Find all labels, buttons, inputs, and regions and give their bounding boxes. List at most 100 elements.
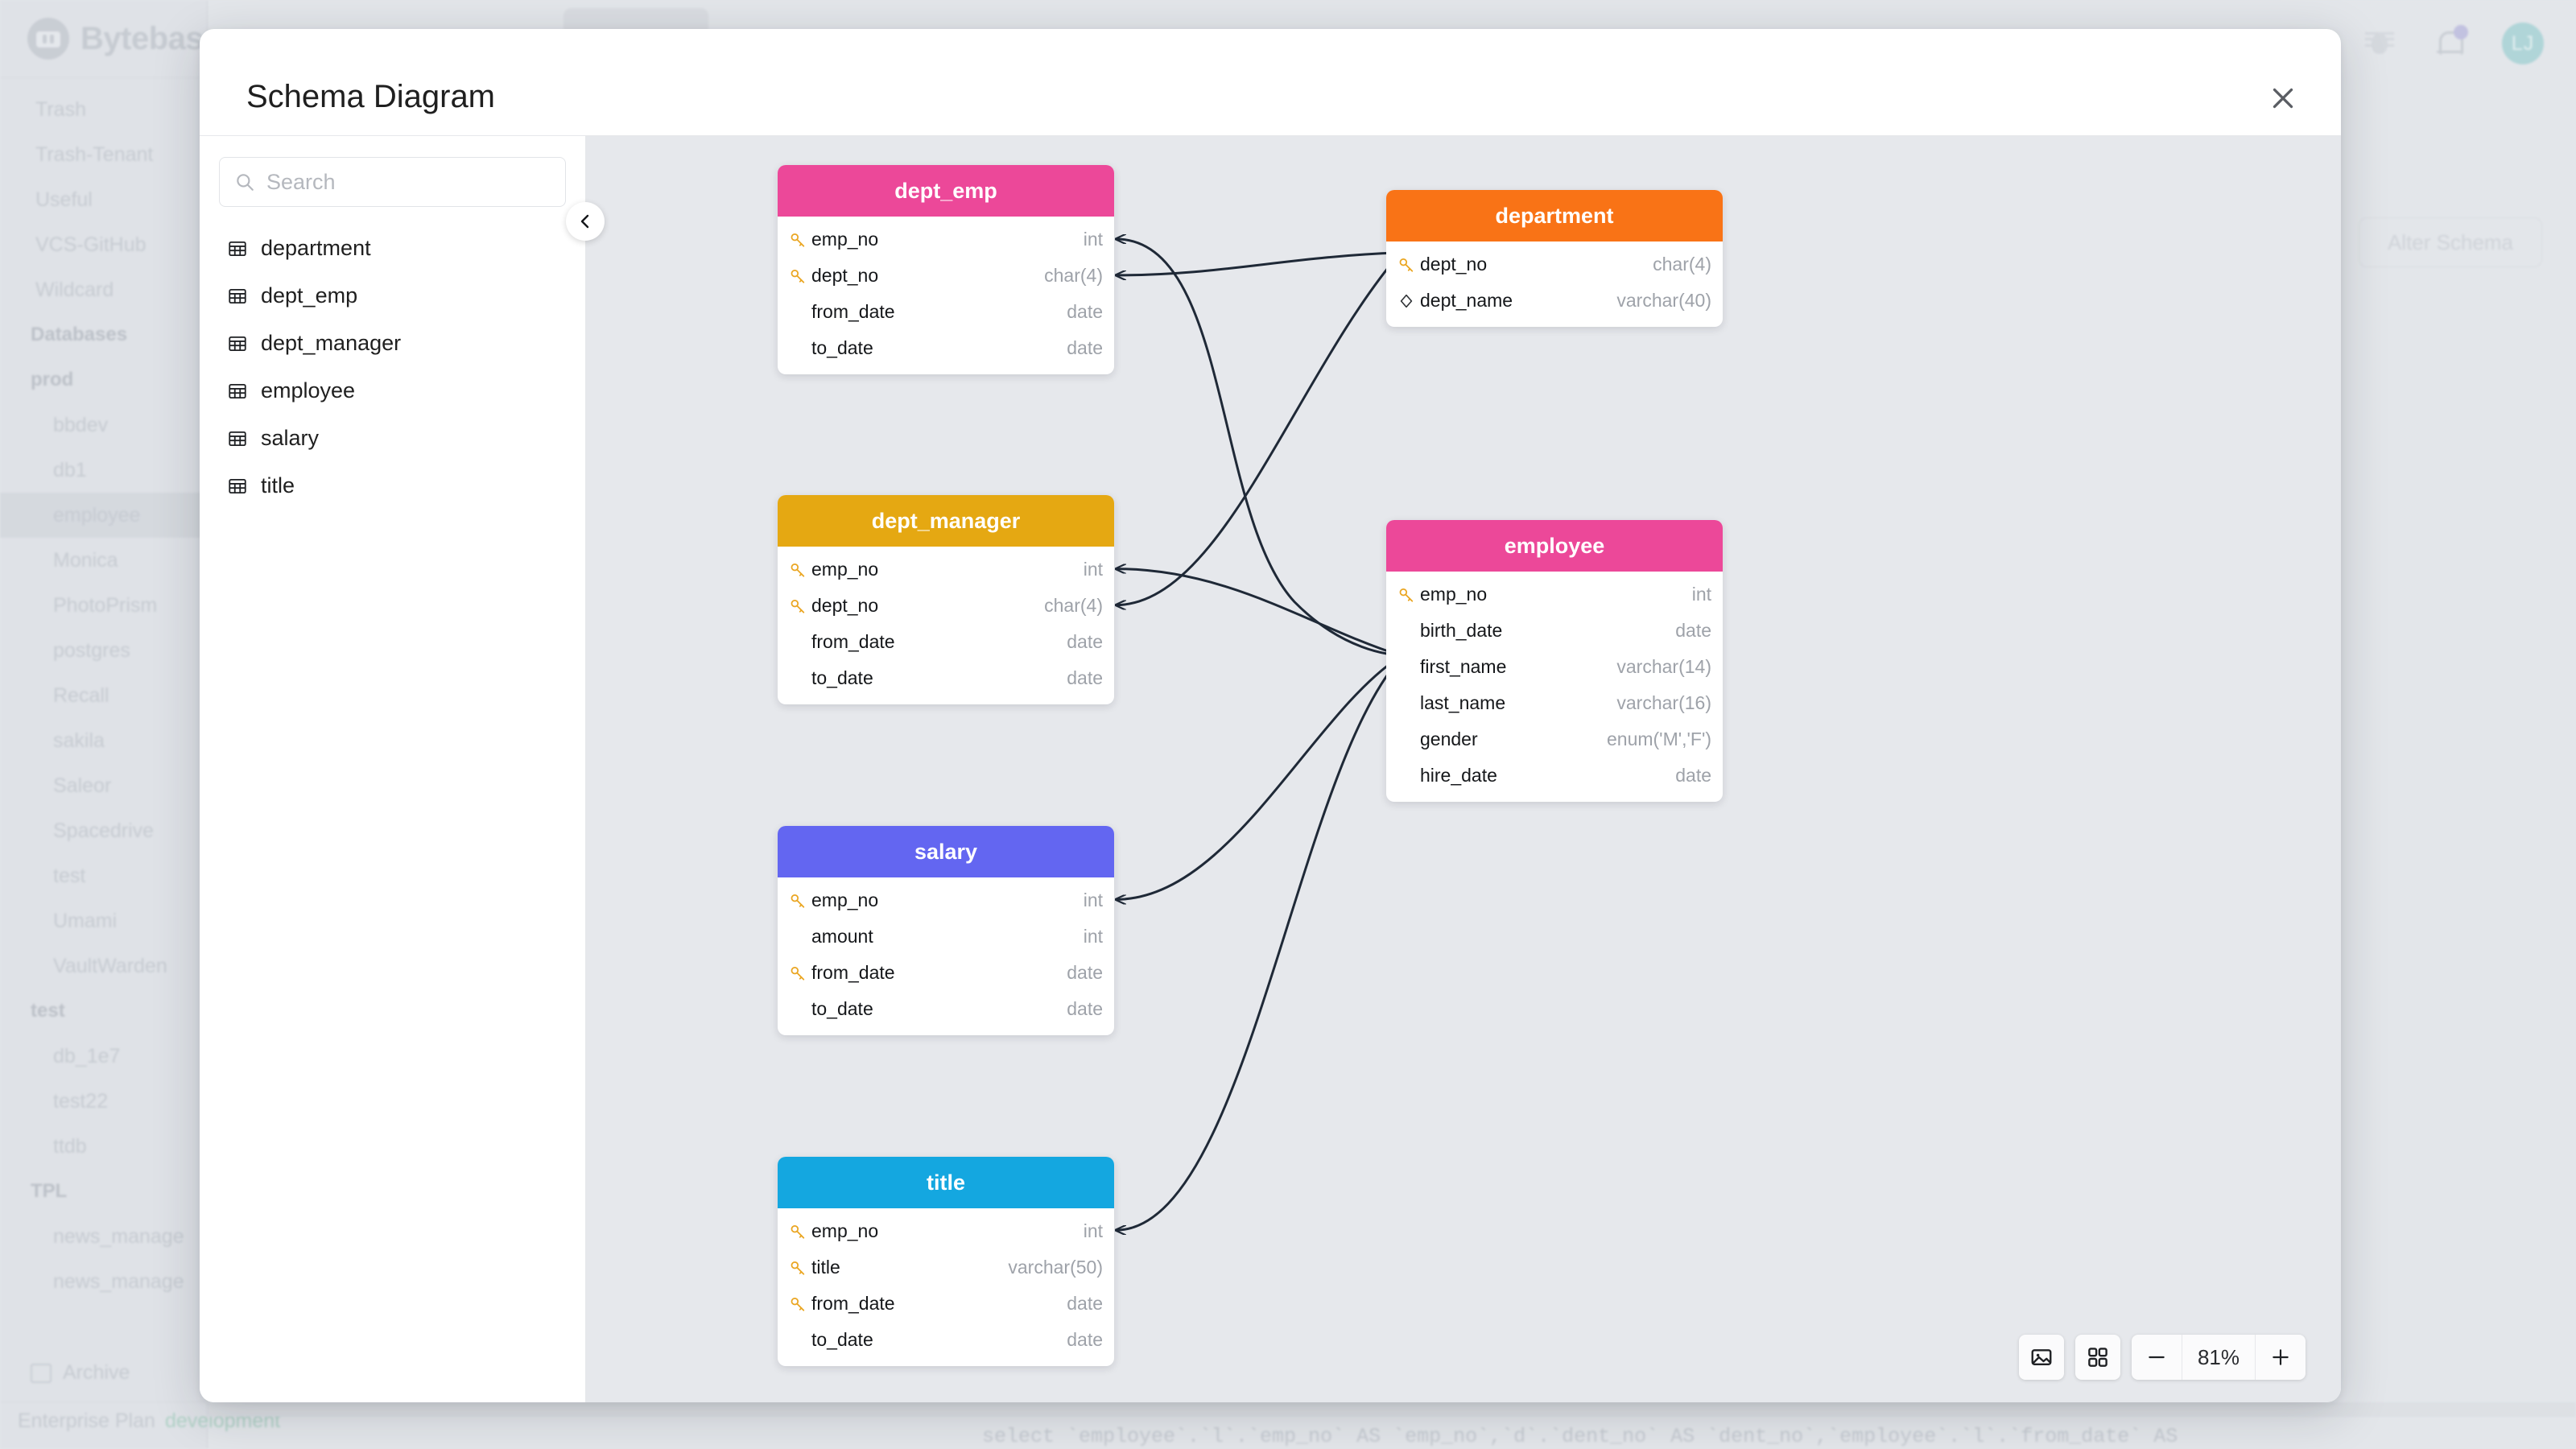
column-type: int bbox=[1083, 229, 1103, 250]
column-type: int bbox=[1691, 584, 1711, 605]
table-list-item-label: salary bbox=[261, 426, 320, 450]
sidebar-item-vcs-github[interactable]: VCS-GitHub bbox=[35, 233, 147, 256]
node-column-row[interactable]: emp_no int bbox=[778, 221, 1114, 258]
column-type: int bbox=[1083, 559, 1103, 580]
node-header-employee: employee bbox=[1386, 520, 1723, 572]
key-icon bbox=[791, 233, 805, 247]
sidebar-item-monica[interactable]: Monica bbox=[53, 548, 118, 572]
table-list-item-dept_manager[interactable]: dept_manager bbox=[219, 320, 566, 367]
sidebar-item-news-manage[interactable]: news_manage bbox=[53, 1269, 184, 1293]
app-logo[interactable]: Bytebase bbox=[27, 18, 221, 60]
search-input[interactable] bbox=[266, 169, 551, 195]
avatar[interactable]: LJ bbox=[2502, 23, 2544, 64]
sidebar-item-trash[interactable]: Trash bbox=[35, 97, 86, 121]
column-name: dept_no bbox=[811, 265, 879, 286]
column-name: emp_no bbox=[811, 229, 879, 250]
sidebar-item-saleor[interactable]: Saleor bbox=[53, 774, 112, 797]
collapse-panel-button[interactable] bbox=[566, 202, 605, 241]
sidebar-item-useful[interactable]: Useful bbox=[35, 188, 93, 211]
alter-schema-button[interactable]: Alter Schema bbox=[2359, 217, 2542, 267]
zoom-in-button[interactable] bbox=[2256, 1335, 2306, 1380]
sidebar-item-tpl[interactable]: TPL bbox=[31, 1180, 68, 1202]
column-name: to_date bbox=[811, 337, 873, 358]
bell-icon[interactable] bbox=[2433, 25, 2468, 60]
column-type: date bbox=[1067, 667, 1103, 688]
sidebar-item-db1[interactable]: db1 bbox=[53, 458, 87, 481]
sidebar-item-ttdb[interactable]: ttdb bbox=[53, 1134, 87, 1158]
sidebar-item-test[interactable]: test bbox=[31, 1000, 65, 1022]
table-list-item-employee[interactable]: employee bbox=[219, 367, 566, 415]
sidebar-item-recall[interactable]: Recall bbox=[53, 683, 109, 707]
sidebar-item-db-1e7[interactable]: db_1e7 bbox=[53, 1044, 121, 1067]
bug-icon[interactable] bbox=[2363, 27, 2396, 60]
export-image-button[interactable] bbox=[2019, 1335, 2064, 1380]
sidebar-item-prod[interactable]: prod bbox=[31, 369, 74, 390]
sql-preview-text: select `employee`.`l`.`emp_no` AS `emp_n… bbox=[982, 1425, 2178, 1448]
sidebar-item-wildcard[interactable]: Wildcard bbox=[35, 278, 114, 301]
sidebar-item-test22[interactable]: test22 bbox=[53, 1089, 109, 1113]
sidebar-item-postgres[interactable]: postgres bbox=[53, 638, 130, 662]
table-list-item-dept_emp[interactable]: dept_emp bbox=[219, 272, 566, 320]
sidebar-item-test[interactable]: test bbox=[53, 864, 86, 887]
column-name: emp_no bbox=[811, 559, 879, 580]
node-header-department: department bbox=[1386, 190, 1723, 242]
search-box[interactable] bbox=[219, 157, 566, 207]
table-list-item-department[interactable]: department bbox=[219, 225, 566, 272]
brand-name: Bytebase bbox=[80, 20, 221, 56]
column-type: date bbox=[1067, 337, 1103, 358]
sidebar-item-photoprism[interactable]: PhotoPrism bbox=[53, 593, 158, 617]
sidebar-item-archive[interactable]: Archive bbox=[31, 1361, 130, 1385]
sidebar-item-trash-tenant[interactable]: Trash-Tenant bbox=[35, 142, 154, 166]
sidebar-item-spacedrive[interactable]: Spacedrive bbox=[53, 819, 155, 842]
sidebar-item-sakila[interactable]: sakila bbox=[53, 729, 105, 752]
auto-layout-button[interactable] bbox=[2075, 1335, 2120, 1380]
table-list-item-title[interactable]: title bbox=[219, 462, 566, 510]
plus-icon bbox=[2273, 1349, 2289, 1365]
sidebar-item-employee[interactable]: employee bbox=[0, 493, 208, 538]
sidebar-item-umami[interactable]: Umami bbox=[53, 909, 118, 932]
table-list-item-label: department bbox=[261, 236, 371, 260]
node-column-row[interactable]: to_date date bbox=[778, 330, 1114, 366]
column-type: varchar(14) bbox=[1616, 656, 1711, 677]
sidebar-item-news-manage[interactable]: news_manage bbox=[53, 1224, 184, 1248]
sidebar-item-vaultwarden[interactable]: VaultWarden bbox=[53, 954, 167, 977]
table-list-item-salary[interactable]: salary bbox=[219, 415, 566, 462]
sidebar-item-bbdev[interactable]: bbdev bbox=[53, 413, 109, 436]
zoom-out-button[interactable] bbox=[2132, 1335, 2182, 1380]
node-header-title: title bbox=[778, 1157, 1114, 1208]
column-type: date bbox=[1675, 765, 1711, 786]
node-column-row[interactable]: emp_no int bbox=[778, 551, 1114, 588]
close-icon[interactable] bbox=[2257, 72, 2309, 124]
table-icon bbox=[229, 336, 246, 351]
